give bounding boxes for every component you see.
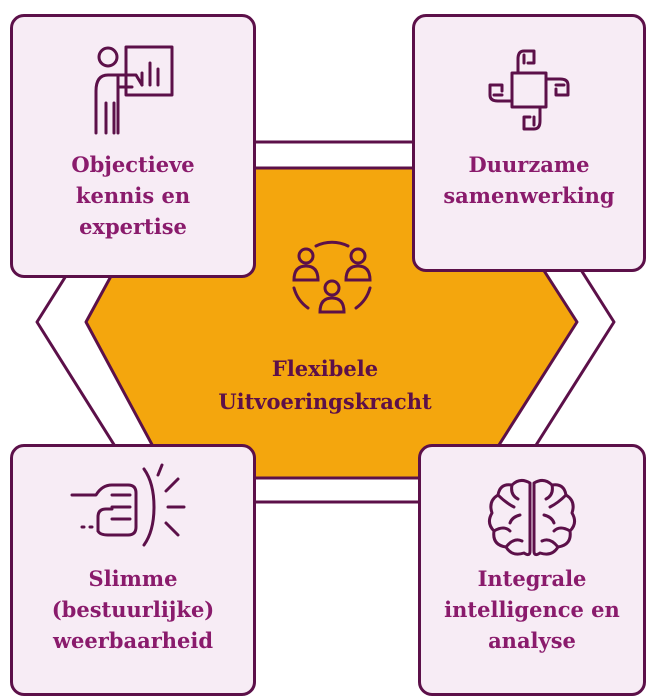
linked-hands-icon	[484, 45, 574, 139]
brain-icon	[486, 477, 578, 563]
fist-impact-icon	[68, 461, 198, 555]
card-label: Duurzame samenwerking	[443, 152, 615, 208]
center-label: Flexibele Uitvoeringskracht	[218, 356, 432, 414]
card-label: Integrale intelligence en analyse	[444, 566, 620, 653]
card-integrale-intelligence: Integrale intelligence en analyse	[418, 444, 646, 696]
team-circle-icon	[286, 232, 378, 328]
card-duurzame-samenwerking: Duurzame samenwerking	[412, 14, 646, 272]
card-label: Slimme (bestuurlijke) weerbaarheid	[51, 566, 215, 653]
card-objectieve-kennis: Objectieve kennis en expertise	[10, 14, 256, 278]
card-slimme-weerbaarheid: Slimme (bestuurlijke) weerbaarheid	[10, 444, 256, 696]
card-label: Objectieve kennis en expertise	[71, 152, 195, 239]
presenter-chart-icon	[86, 41, 180, 139]
